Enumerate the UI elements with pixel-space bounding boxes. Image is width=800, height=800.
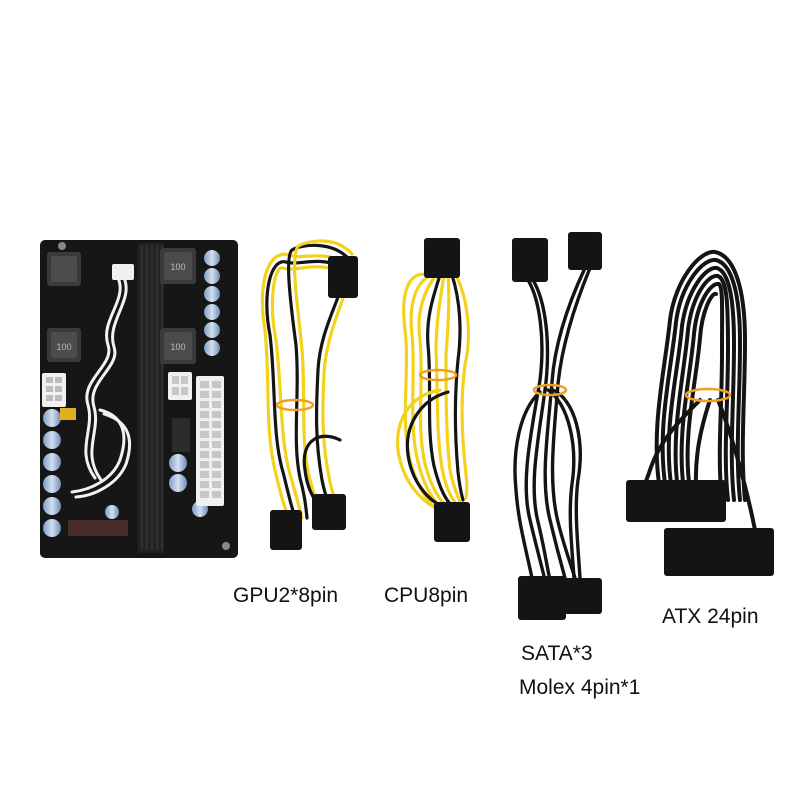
atx-cable xyxy=(626,249,774,576)
sata-molex-cable xyxy=(512,232,602,620)
inductor-marking-2: 100 xyxy=(170,262,185,272)
psu-board: 100 100 100 xyxy=(40,240,238,558)
cable-tie xyxy=(532,383,568,397)
gpu-cable xyxy=(260,239,358,550)
atx-connector-mb-side xyxy=(664,528,774,576)
label-atx-cable: ATX 24pin xyxy=(662,605,759,628)
gpu-connector-top xyxy=(328,256,358,298)
gpu-connector-b xyxy=(312,494,346,530)
board-connector-small xyxy=(112,264,192,400)
board-component-yellow xyxy=(60,408,76,420)
cpu-connector-top xyxy=(424,238,460,278)
inductor-mid-right: 100 xyxy=(160,328,196,364)
cpu-connector-bottom xyxy=(434,502,470,542)
cable-tie xyxy=(418,368,458,382)
board-connector-atx xyxy=(196,376,224,506)
mount-hole xyxy=(58,242,66,250)
label-molex-cable: Molex 4pin*1 xyxy=(519,676,641,699)
cable-tie xyxy=(275,398,315,412)
cpu-cable xyxy=(396,238,471,542)
capacitor-group-left xyxy=(43,409,61,537)
sata-connector-a xyxy=(518,576,566,620)
capacitor-group-center xyxy=(105,454,208,519)
heatsink xyxy=(138,243,164,553)
inductor-marking-3: 100 xyxy=(170,342,185,352)
sata-connector-top xyxy=(568,232,602,270)
cable-tie xyxy=(684,387,732,403)
capacitor-group-right xyxy=(204,250,220,356)
inductor-marking-1: 100 xyxy=(56,342,71,352)
inductor-top-right: 100 xyxy=(160,248,196,284)
label-cpu-cable: CPU8pin xyxy=(384,584,469,607)
sata-connector-b xyxy=(562,578,602,614)
label-sata-cable: SATA*3 xyxy=(521,642,593,665)
molex-connector xyxy=(512,238,548,282)
label-gpu-cable: GPU2*8pin xyxy=(233,584,339,607)
mount-hole xyxy=(222,542,230,550)
inductor-top-left xyxy=(47,252,81,286)
inductor-mid-left: 100 xyxy=(47,328,81,362)
jumper-wires xyxy=(70,276,132,499)
board-resistor-array xyxy=(68,520,128,536)
ic-chip xyxy=(172,418,190,452)
atx-connector-board-side xyxy=(626,480,726,522)
board-connector-8pin xyxy=(42,373,66,407)
gpu-connector-a xyxy=(270,510,302,550)
